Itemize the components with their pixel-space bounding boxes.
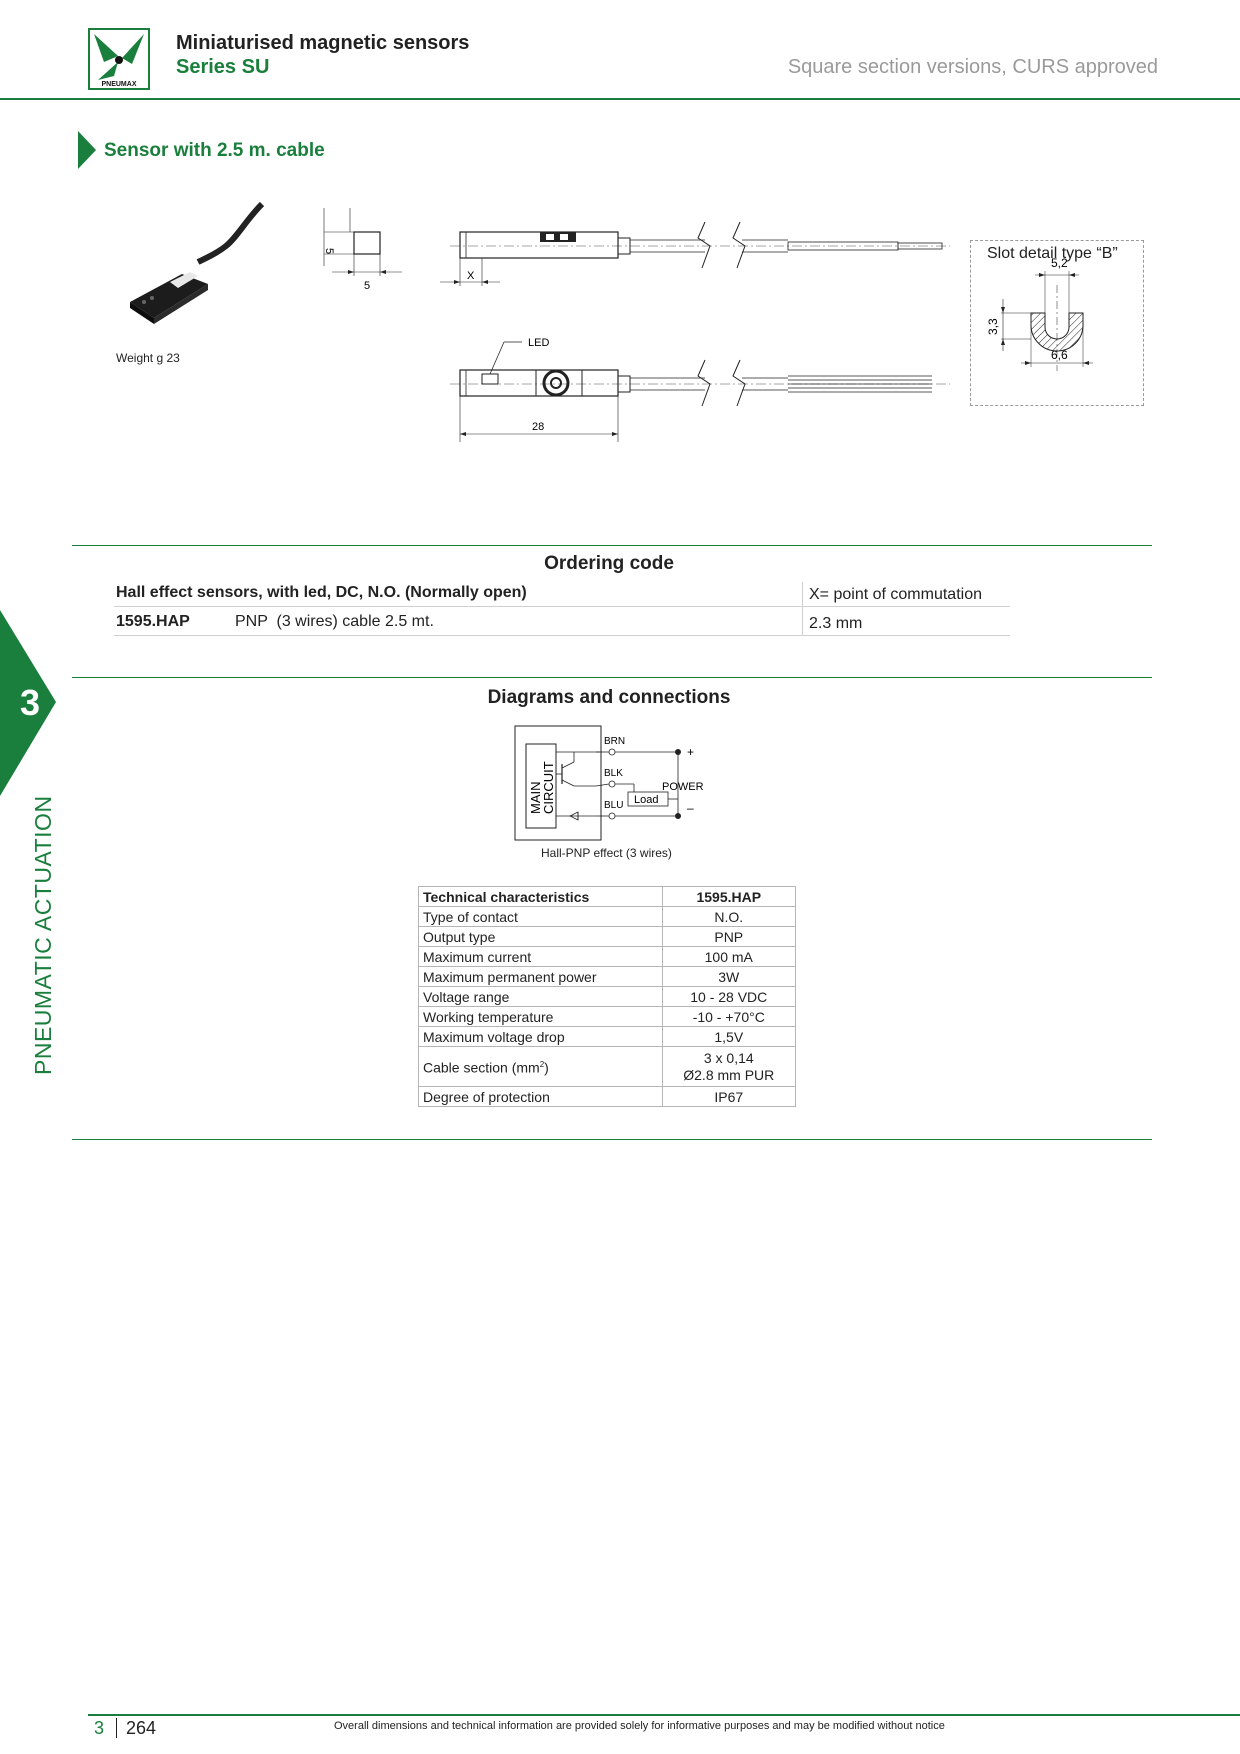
wire-blu: BLU — [604, 800, 623, 811]
section-title: Sensor with 2.5 m. cable — [104, 140, 325, 161]
footer-page-number: 264 — [126, 1718, 157, 1738]
table-cell: 3W — [661, 966, 797, 987]
sensor-photo — [126, 200, 266, 330]
dim-5-horizontal: 5 — [364, 280, 370, 292]
table-cell: Voltage range — [418, 986, 663, 1007]
table-cell: Output type — [418, 926, 663, 947]
ordering-x-heading: X= point of commutation — [809, 586, 982, 603]
table-row: Working temperature -10 - +70°C — [418, 1006, 797, 1027]
minus-sign: – — [687, 801, 694, 815]
table-row: Maximum permanent power 3W — [418, 966, 797, 987]
table-header-cell: 1595.HAP — [661, 886, 797, 907]
table-header-row: Technical characteristics 1595.HAP — [418, 886, 797, 907]
load-label: Load — [634, 794, 658, 806]
table-cell: N.O. — [661, 906, 797, 927]
dim-x: X — [467, 270, 475, 282]
technical-characteristics-table: Technical characteristics 1595.HAP Type … — [418, 886, 797, 1107]
table-cell: 10 - 28 VDC — [661, 986, 797, 1007]
table-row: Voltage range 10 - 28 VDC — [418, 986, 797, 1007]
table-cell: Working temperature — [418, 1006, 663, 1027]
footer-divider — [88, 1714, 1240, 1716]
plus-sign: + — [687, 745, 694, 759]
page-subtitle: Square section versions, CURS approved — [787, 56, 1158, 78]
table-row: Type of contact N.O. — [418, 906, 797, 927]
led-label: LED — [528, 337, 549, 349]
slot-detail-title: Slot detail type “B” — [987, 245, 1118, 262]
header-divider — [0, 98, 1240, 100]
table-cell: Cable section (mm2) — [418, 1046, 663, 1087]
diagrams-title: Diagrams and connections — [487, 687, 731, 708]
table-cell: Maximum permanent power — [418, 966, 663, 987]
chapter-number: 3 — [20, 682, 41, 723]
ordering-column-separator — [802, 582, 803, 635]
table-cell: Type of contact — [418, 906, 663, 927]
dim-3-3: 3,3 — [986, 318, 1000, 335]
cable-section-value-1: 3 x 0,14 — [703, 1049, 754, 1066]
series-title: Series SU — [176, 56, 270, 78]
table-cell: 1,5V — [661, 1026, 797, 1047]
table-cell: 100 mA — [661, 946, 797, 967]
table-cell: IP67 — [661, 1086, 797, 1107]
table-cell: Degree of protection — [418, 1086, 663, 1107]
table-row: Degree of protection IP67 — [418, 1086, 797, 1107]
svg-text:PNEUMAX: PNEUMAX — [101, 81, 136, 88]
footer-chapter: 3 — [94, 1718, 105, 1738]
technical-drawing: 5 5 X LED — [310, 196, 950, 446]
table-cell: Maximum current — [418, 946, 663, 967]
main-circuit-line1: MAIN — [528, 782, 543, 815]
cable-section-value-2: Ø2.8 mm PUR — [683, 1066, 775, 1083]
table-header-cell: Technical characteristics — [418, 886, 663, 907]
ordering-description: PNP (3 wires) cable 2.5 mt. — [235, 613, 434, 630]
footer-note: Overall dimensions and technical informa… — [334, 1720, 945, 1732]
table-row: Output type PNP — [418, 926, 797, 947]
page-title: Miniaturised magnetic sensors — [176, 32, 470, 54]
section-arrow-icon — [78, 131, 96, 169]
chapter-tab — [0, 610, 60, 796]
table-row: Maximum current 100 mA — [418, 946, 797, 967]
chapter-label: PNEUMATIC ACTUATION — [30, 795, 56, 1075]
wiring-diagram: MAIN CIRCUIT BRN BLK BLU + – POWER Loa — [510, 722, 720, 844]
cable-section-label-end: ) — [544, 1059, 549, 1076]
footer-separator — [116, 1718, 117, 1738]
ordering-bottom-line — [114, 635, 1010, 636]
table-cell: PNP — [661, 926, 797, 947]
table-cell: -10 - +70°C — [661, 1006, 797, 1027]
slot-detail-box: Slot detail type “B” 5,2 3,3 6,6 — [970, 240, 1144, 406]
cable-section-label: Cable section (mm — [423, 1059, 540, 1076]
weight-label: Weight g 23 — [116, 351, 180, 365]
main-circuit-line2: CIRCUIT — [541, 761, 556, 814]
diagrams-divider-bottom — [72, 1139, 1152, 1140]
ordering-code: 1595.HAP — [116, 613, 190, 630]
table-row: Maximum voltage drop 1,5V — [418, 1026, 797, 1047]
dim-5-vertical: 5 — [323, 248, 335, 254]
ordering-row-divider — [114, 606, 1010, 607]
cable-section-sup: 2 — [539, 1060, 545, 1070]
wire-brn: BRN — [604, 736, 625, 747]
dim-6-6: 6,6 — [1051, 348, 1068, 362]
power-label: POWER — [662, 781, 704, 793]
ordering-title: Ordering code — [544, 553, 674, 574]
diagrams-divider-top — [72, 677, 1152, 678]
table-cell: Maximum voltage drop — [418, 1026, 663, 1047]
dim-5-2: 5,2 — [1051, 256, 1068, 270]
pneumax-logo: PNEUMAX — [88, 28, 150, 90]
ordering-x-value: 2.3 mm — [809, 615, 863, 632]
ordering-divider-top — [72, 545, 1152, 546]
ordering-heading: Hall effect sensors, with led, DC, N.O. … — [116, 584, 527, 601]
wire-blk: BLK — [604, 768, 623, 779]
dim-28: 28 — [532, 421, 544, 433]
diagram-caption: Hall-PNP effect (3 wires) — [541, 846, 672, 860]
